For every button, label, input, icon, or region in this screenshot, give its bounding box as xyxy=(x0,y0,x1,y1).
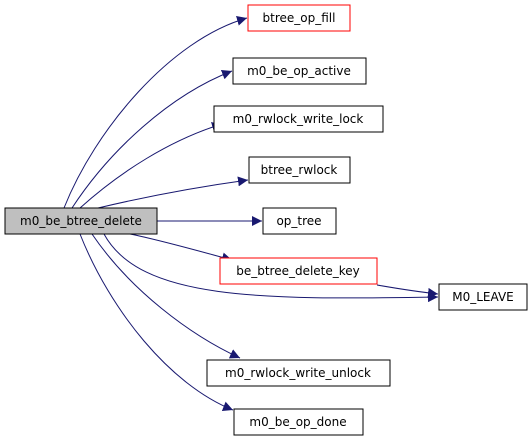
node-label: btree_op_fill xyxy=(263,11,336,25)
node-m0-be-op-active[interactable]: m0_be_op_active xyxy=(232,57,367,85)
node-label: op_tree xyxy=(276,214,321,228)
node-m0-rwlock-write-lock[interactable]: m0_rwlock_write_lock xyxy=(213,105,384,133)
edge-root-to-m0-rwlock-write-unlock xyxy=(91,233,241,359)
edge-root-to-m0-rwlock-write-lock xyxy=(79,122,223,209)
edge-root-to-m0-be-op-done xyxy=(79,233,234,411)
node-m0-rwlock-write-unlock[interactable]: m0_rwlock_write_unlock xyxy=(206,359,391,387)
node-op-tree[interactable]: op_tree xyxy=(262,207,337,235)
node-be-btree-delete-key[interactable]: be_btree_delete_key xyxy=(219,257,378,285)
node-label: be_btree_delete_key xyxy=(236,264,360,278)
edge-be-btree-delete-key-to-m0-leave xyxy=(376,284,439,298)
node-m0-leave[interactable]: M0_LEAVE xyxy=(438,283,528,311)
edges-layer xyxy=(63,15,439,411)
edge-root-to-btree-op-fill xyxy=(63,15,248,209)
node-label: m0_rwlock_write_lock xyxy=(233,112,364,126)
edge-root-to-be-btree-delete-key xyxy=(129,233,233,263)
edge-root-to-m0-leave xyxy=(103,233,439,303)
nodes-layer: m0_be_btree_delete btree_op_fill m0_be_o… xyxy=(4,4,528,436)
edge-root-to-btree-rwlock xyxy=(97,176,249,209)
node-label: btree_rwlock xyxy=(261,163,338,177)
node-label: m0_rwlock_write_unlock xyxy=(225,366,371,380)
node-label: m0_be_btree_delete xyxy=(20,214,142,228)
node-m0-be-op-done[interactable]: m0_be_op_done xyxy=(233,408,364,436)
node-btree-rwlock[interactable]: btree_rwlock xyxy=(248,156,351,184)
node-btree-op-fill[interactable]: btree_op_fill xyxy=(247,4,351,32)
edge-root-to-m0-be-op-active xyxy=(71,69,233,209)
node-m0-be-btree-delete[interactable]: m0_be_btree_delete xyxy=(4,207,158,235)
node-label: m0_be_op_active xyxy=(247,64,351,78)
node-label: M0_LEAVE xyxy=(452,290,514,304)
node-label: m0_be_op_done xyxy=(249,415,346,429)
